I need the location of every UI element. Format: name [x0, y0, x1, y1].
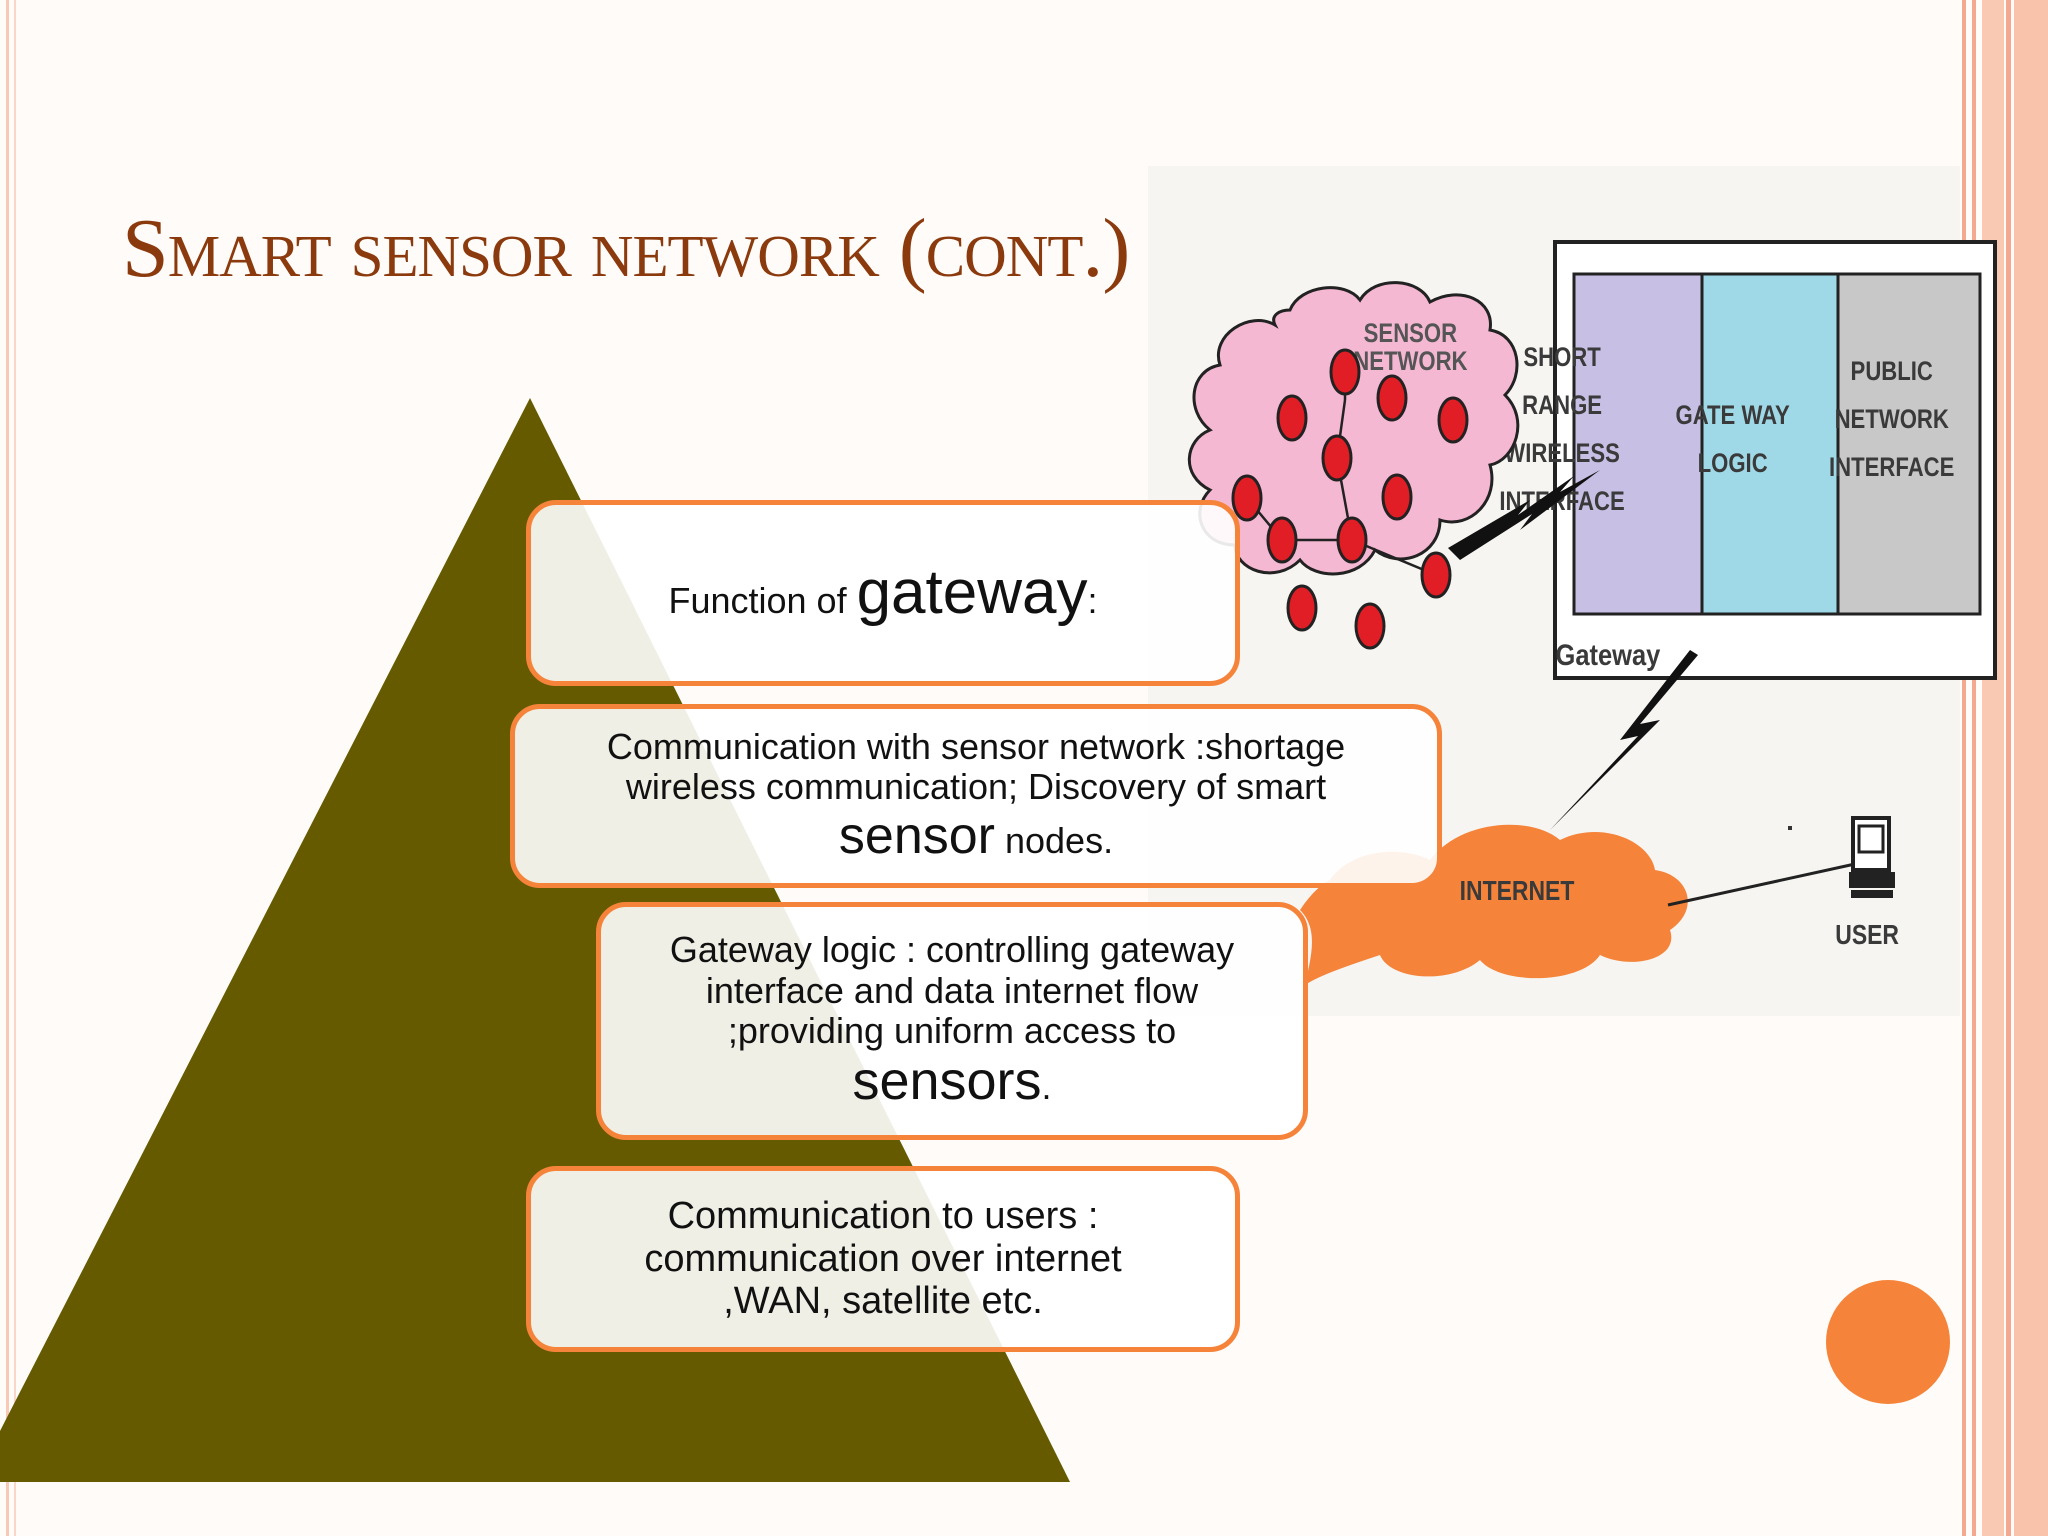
left-stripe	[6, 0, 9, 1536]
function-emphasis: gateway	[856, 558, 1088, 628]
function-prefix: Function of	[668, 580, 857, 622]
col3-line3: INTERFACE	[1829, 453, 1954, 483]
col-gateway-logic	[1700, 272, 1840, 616]
sensor-node	[1437, 396, 1469, 444]
gateway-logic-line2: interface and data internet flow	[705, 969, 1199, 1011]
decorative-orange-circle	[1826, 1280, 1950, 1404]
internet-user-link	[1667, 862, 1856, 907]
card-function-of-gateway: Function of gateway:	[526, 500, 1240, 686]
card-user-communication: Communication to users : communication o…	[526, 1166, 1240, 1352]
dot-mark	[1788, 826, 1792, 830]
card-sensor-communication: Communication with sensor network :short…	[510, 704, 1442, 888]
sensor-comm-emphasis: sensor	[838, 807, 995, 866]
sensor-node	[1321, 434, 1353, 482]
col1-line1: SHORT	[1523, 343, 1600, 373]
sensor-node	[1420, 551, 1452, 599]
sensor-node	[1329, 348, 1361, 396]
sensor-comm-suffix: nodes.	[994, 820, 1114, 862]
user-computer-icon	[1849, 816, 1895, 898]
col2-line2: LOGIC	[1698, 449, 1768, 479]
gateway-logic-suffix: .	[1041, 1066, 1052, 1108]
function-suffix: :	[1087, 580, 1098, 622]
col-public-network	[1836, 272, 1982, 616]
cloud-label-line1: SENSOR	[1364, 319, 1458, 349]
card-gateway-logic: Gateway logic : controlling gateway inte…	[596, 902, 1308, 1140]
col1-line2: RANGE	[1522, 391, 1602, 421]
left-stripe-2	[14, 0, 16, 1536]
gateway-logic-line3: ;providing uniform access to	[727, 1009, 1177, 1051]
gateway-label: Gateway	[1556, 638, 1661, 671]
col3-line2: NETWORK	[1835, 405, 1949, 435]
user-comm-line1: Communication to users :	[667, 1195, 1099, 1238]
gateway-logic-emphasis: sensors	[852, 1051, 1042, 1112]
sensor-node	[1276, 394, 1308, 442]
sensor-node	[1354, 602, 1386, 650]
right-stripe-wide	[2014, 0, 2048, 1536]
cloud-label-line2: NETWORK	[1353, 347, 1467, 377]
sensor-comm-line1: Communication with sensor network :short…	[606, 725, 1346, 767]
sensor-node	[1376, 374, 1408, 422]
gateway-logic-line1: Gateway logic : controlling gateway	[669, 929, 1235, 971]
sensor-node	[1336, 516, 1368, 564]
sensor-comm-line2: wireless communication; Discovery of sma…	[625, 765, 1327, 807]
internet-label: INTERNET	[1460, 876, 1575, 907]
sensor-node	[1231, 474, 1263, 522]
right-stripe-thin-3	[2006, 0, 2011, 1536]
sensor-node	[1266, 516, 1298, 564]
col2-line1: GATE WAY	[1675, 401, 1790, 431]
right-stripe-thin-1	[1962, 0, 1966, 1536]
wireless-bolt-2	[1550, 650, 1698, 830]
user-comm-line3: ,WAN, satellite etc.	[723, 1280, 1043, 1323]
wireless-bolt-1	[1448, 470, 1600, 560]
slide-title: Smart sensor network (cont.)	[122, 202, 1130, 295]
right-stripe-thin-2	[1972, 0, 1976, 1536]
function-text: Function of gateway:	[668, 558, 1097, 627]
col3-line1: PUBLIC	[1851, 357, 1934, 387]
sensor-node	[1381, 473, 1413, 521]
user-comm-line2: communication over internet	[644, 1237, 1122, 1280]
user-label: USER	[1835, 920, 1899, 951]
sensor-nodes	[1231, 348, 1469, 650]
col1-line3: WIRELESS	[1504, 439, 1620, 469]
sensor-node	[1286, 584, 1318, 632]
